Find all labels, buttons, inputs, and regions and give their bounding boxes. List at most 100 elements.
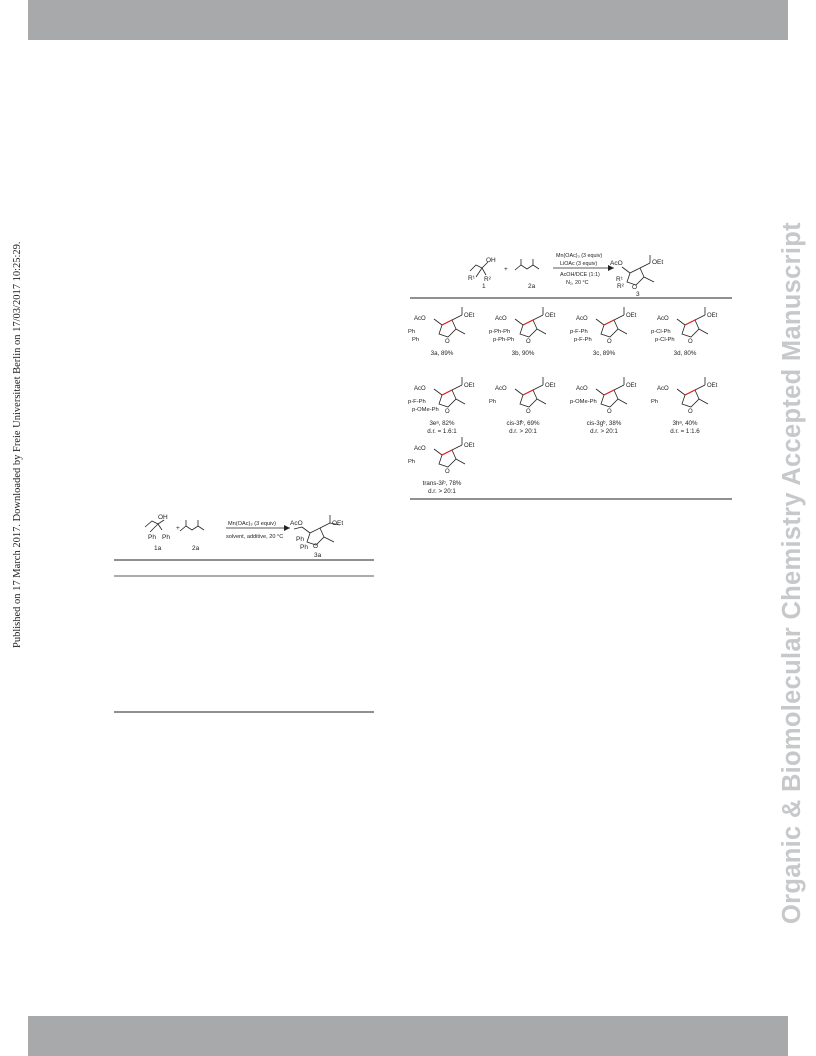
label-aco: AcO bbox=[576, 386, 588, 392]
ester-bond bbox=[532, 384, 544, 391]
ester-bond bbox=[532, 314, 544, 321]
new-bond bbox=[522, 319, 534, 326]
methyl-bond bbox=[455, 458, 466, 465]
product-caption: cis-3gᵇ, 38% bbox=[587, 420, 622, 427]
plus-sign: + bbox=[176, 525, 180, 532]
substituent-label: p-OMe-Ph bbox=[412, 407, 439, 413]
label-aco: AcO bbox=[495, 316, 507, 322]
label-o: O bbox=[526, 339, 531, 345]
footer-bar bbox=[28, 1016, 788, 1056]
label-oet: OEt bbox=[464, 443, 475, 449]
ester-bond bbox=[451, 314, 463, 321]
label-r2: R² bbox=[617, 283, 625, 290]
conditions-line: AcOH/DCE (1:1) bbox=[560, 272, 600, 278]
substituent-label: Ph bbox=[489, 399, 496, 405]
label-aco: AcO bbox=[657, 316, 669, 322]
product-caption: 3eᵃ, 82% bbox=[429, 420, 455, 427]
side-chain-bond bbox=[514, 388, 524, 396]
substituent-label: p-F-Ph bbox=[408, 399, 426, 405]
substituent-label: p-Ph-Ph bbox=[489, 329, 510, 335]
product-caption: trans-3iᵇ, 78% bbox=[423, 480, 462, 487]
label-o: O bbox=[607, 409, 612, 415]
label-o: O bbox=[688, 339, 693, 345]
methyl-bond bbox=[698, 398, 709, 405]
label-aco: AcO bbox=[414, 386, 426, 392]
product-caption: 3a, 89% bbox=[431, 350, 454, 357]
ester-bond bbox=[694, 314, 706, 321]
product-dr: d.r. > 20:1 bbox=[509, 428, 537, 435]
label-o: O bbox=[607, 339, 612, 345]
methyl-bond bbox=[536, 328, 547, 335]
side-chain-bond bbox=[433, 388, 443, 396]
label-aco: AcO bbox=[610, 260, 623, 267]
ester-bond bbox=[613, 384, 625, 391]
side-chain-bond bbox=[676, 388, 686, 396]
substituent-label: p-Cl-Ph bbox=[651, 329, 671, 335]
label-aco: AcO bbox=[495, 386, 507, 392]
new-bond bbox=[522, 389, 534, 396]
plus-sign: + bbox=[504, 266, 508, 273]
label-o: O bbox=[445, 339, 450, 345]
methyl-bond bbox=[617, 328, 628, 335]
conditions-line: LiOAc (3 equiv) bbox=[560, 261, 597, 267]
label-oh: OH bbox=[486, 257, 496, 264]
conditions-line: Mn(OAc)₃ (3 equiv) bbox=[556, 253, 602, 259]
reactant-label: 1a bbox=[154, 545, 162, 552]
ester-bond bbox=[451, 384, 463, 391]
new-bond bbox=[441, 449, 453, 456]
label-ph: Ph bbox=[296, 536, 304, 543]
methyl-bond bbox=[698, 328, 709, 335]
methyl-bond bbox=[455, 398, 466, 405]
new-bond bbox=[603, 389, 615, 396]
label-ph: Ph bbox=[162, 534, 170, 541]
substituent-label: Ph bbox=[651, 399, 658, 405]
product-caption: cis-3fᵇ, 69% bbox=[507, 420, 540, 427]
header-bar bbox=[28, 0, 788, 40]
product-dr: d.r. > 20:1 bbox=[428, 488, 456, 495]
substituent-label: p-Cl-Ph bbox=[655, 337, 675, 343]
substituent-label: p-F-Ph bbox=[574, 337, 592, 343]
product-label: 3a bbox=[314, 552, 322, 559]
new-bond bbox=[684, 389, 696, 396]
product-label: 3 bbox=[636, 291, 640, 298]
side-chain-bond bbox=[433, 318, 443, 326]
conditions-line: N₂, 20 °C bbox=[566, 280, 589, 286]
side-chain-bond bbox=[433, 448, 443, 456]
side-chain-bond bbox=[595, 318, 605, 326]
side-chain-bond bbox=[676, 318, 686, 326]
ester-bond bbox=[613, 314, 625, 321]
label-oet: OEt bbox=[545, 383, 556, 389]
label-oh: OH bbox=[158, 514, 168, 521]
conditions-line: Mn(OAc)₃ (3 equiv) bbox=[228, 521, 276, 527]
product-caption: 3c, 89% bbox=[593, 350, 616, 357]
side-chain-bond bbox=[595, 388, 605, 396]
label-oet: OEt bbox=[707, 383, 718, 389]
side-chain-bond bbox=[514, 318, 524, 326]
product-caption: 3d, 80% bbox=[674, 350, 697, 357]
label-ph: Ph bbox=[300, 544, 308, 551]
product-caption: 3hᵃ, 40% bbox=[672, 420, 698, 427]
methyl-bond bbox=[455, 328, 466, 335]
new-bond bbox=[441, 319, 453, 326]
methyl-bond bbox=[536, 398, 547, 405]
label-o: O bbox=[526, 409, 531, 415]
reactant-label: 2a bbox=[192, 545, 200, 552]
label-o: O bbox=[445, 409, 450, 415]
label-o: O bbox=[445, 469, 450, 475]
label-aco: AcO bbox=[290, 520, 303, 527]
substituent-label: p-Ph-Ph bbox=[493, 337, 514, 343]
label-ph: Ph bbox=[148, 534, 156, 541]
methyl-bond bbox=[617, 398, 628, 405]
label-r2: R² bbox=[484, 276, 492, 283]
label-r1: R¹ bbox=[468, 275, 476, 282]
